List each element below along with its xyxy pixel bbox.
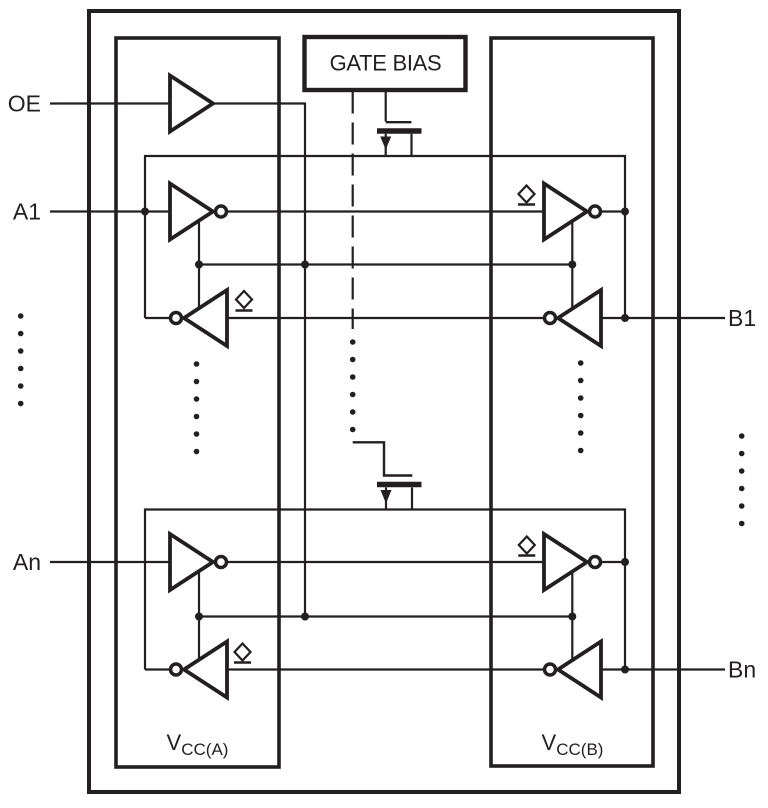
oe-distribution-line <box>213 102 307 617</box>
bn-label: Bn <box>728 657 756 683</box>
vcc-a-domain-box <box>114 36 281 769</box>
junction-dot <box>621 665 629 674</box>
continuation-dots-a-cell <box>193 361 200 455</box>
inverter-bubble-icon <box>542 310 558 326</box>
open-drain-diamond-icon <box>234 289 254 312</box>
channel1-wires <box>50 154 725 320</box>
junction-dot <box>568 260 577 269</box>
a1-label: A1 <box>13 199 41 225</box>
inverter-bubble-icon <box>587 204 603 219</box>
b1-label: B1 <box>728 305 756 331</box>
continuation-dots-right-margin <box>738 433 745 527</box>
b1-reverse-buffer-icon <box>554 286 603 350</box>
junction-dot <box>568 612 577 621</box>
open-drain-symbols <box>232 183 537 664</box>
inverter-bubble-icon <box>213 204 229 219</box>
fet-arrow-icon <box>380 136 392 150</box>
fet-arrow-icon <box>380 490 392 504</box>
an-label: An <box>13 549 41 575</box>
inverter-bubble-icon <box>587 554 603 570</box>
open-drain-diamond-icon <box>516 183 537 206</box>
junction-dot <box>621 558 629 566</box>
channel-n-wires <box>50 508 725 671</box>
pass-fet-top-icon <box>377 91 422 156</box>
inverter-bubbles <box>168 204 603 677</box>
junction-dot <box>195 260 203 269</box>
inverter-bubble-icon <box>168 662 184 677</box>
ic-outer-box <box>87 9 681 794</box>
an-forward-buffer-icon <box>168 530 217 594</box>
vcc-a-label: VCC(A) <box>167 730 229 759</box>
junction-dots <box>141 207 629 674</box>
junction-dot <box>301 612 309 621</box>
b1-forward-buffer-icon <box>542 179 591 244</box>
bn-forward-buffer-icon <box>542 530 591 594</box>
channel1-pass-line <box>143 154 627 318</box>
oe-buffer-icon <box>168 71 217 136</box>
oe-wires <box>50 102 307 617</box>
open-drain-diamond-icon <box>232 641 253 664</box>
junction-dot <box>621 314 629 322</box>
gate-bias-network <box>351 91 422 510</box>
a1-reverse-buffer-icon <box>180 286 229 350</box>
inverter-bubble-icon <box>542 662 558 677</box>
buffers <box>168 71 603 702</box>
gate-bias-box <box>302 34 468 93</box>
a1-forward-buffer-icon <box>168 179 217 244</box>
gate-bias-label: GATE BIAS <box>330 51 442 76</box>
open-drain-diamond-icon <box>517 534 537 557</box>
vcc-b-label: VCC(B) <box>542 730 604 759</box>
continuation-dots-left-margin <box>17 313 24 407</box>
an-reverse-buffer-icon <box>180 637 229 702</box>
junction-dot <box>141 207 149 216</box>
pass-fet-bottom-icon <box>352 441 422 510</box>
channel-n-pass-line <box>143 508 627 670</box>
oe-label: OE <box>8 91 41 117</box>
bn-reverse-buffer-icon <box>554 637 603 702</box>
continuation-dots-b-cell <box>577 360 584 454</box>
continuation-dots-bias-rail <box>349 339 356 433</box>
vcc-b-domain-box <box>489 36 655 768</box>
inverter-bubble-icon <box>168 310 184 326</box>
junction-dot <box>195 612 203 621</box>
junction-dot <box>621 207 629 216</box>
inverter-bubble-icon <box>213 554 229 570</box>
junction-dot <box>301 260 309 269</box>
